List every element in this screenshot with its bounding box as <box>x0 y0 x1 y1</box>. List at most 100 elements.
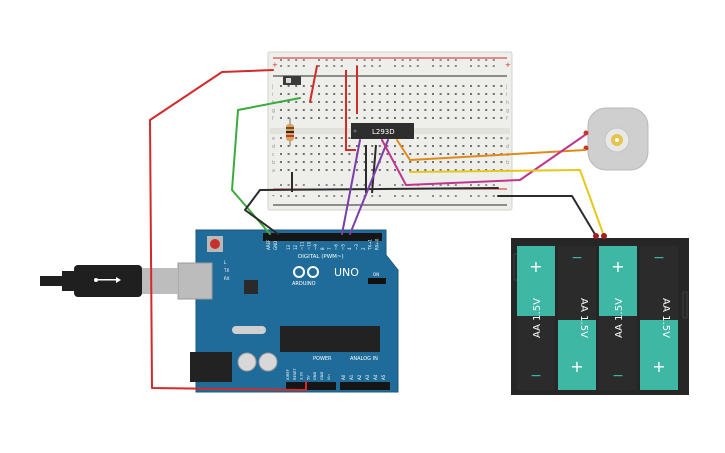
battery-plus-sign: + <box>652 357 665 376</box>
battery-plus-sign: + <box>570 357 583 376</box>
row-letter: c <box>272 152 275 158</box>
top-rail-plus-sign-right: + <box>505 61 511 69</box>
power-pin-label: 5V <box>306 375 310 380</box>
battery-plus-sign: + <box>611 257 624 276</box>
battery-cell-label: AA 1.5V <box>660 298 671 338</box>
analog-pin-label: A4 <box>373 374 378 380</box>
analog-pin-label: A0 <box>341 374 346 380</box>
digital-label: DIGITAL (PWM~) <box>298 254 344 260</box>
wire-purple-2 <box>349 139 389 235</box>
digital-pin-label: 13 <box>286 244 291 250</box>
digital-header[interactable] <box>263 233 382 241</box>
power-pin-label: IOREF <box>286 369 290 380</box>
battery-cell-label: AA 1.5V <box>532 298 543 338</box>
digital-pin-label: ~3 <box>354 244 359 250</box>
usb-symbol-icon <box>94 277 121 283</box>
analog-pin-label: A1 <box>349 374 354 380</box>
wire-gnd-arduino <box>244 187 499 235</box>
arduino-logo-icon <box>293 266 319 278</box>
battery-plus-sign: + <box>529 257 542 276</box>
uno-label: UNO <box>334 266 359 279</box>
battery-cell: + − AA 1.5V <box>640 246 678 390</box>
row-letter: e <box>272 136 275 142</box>
wire-5v <box>149 69 307 391</box>
battery-cell: + − AA 1.5V <box>517 246 555 390</box>
row-letter: b <box>272 160 275 166</box>
on-label: ON <box>373 272 379 277</box>
digital-pin-label: 8 <box>320 247 325 250</box>
power-pin-label: GND <box>320 372 324 380</box>
battery-cell-label: AA 1.5V <box>578 298 589 338</box>
usb-port[interactable] <box>177 262 213 300</box>
atmega-chip <box>280 326 380 352</box>
dc-motor[interactable] <box>583 107 649 171</box>
wire-purple-1 <box>341 139 361 235</box>
arduino-label: ARDUINO <box>292 281 316 287</box>
top-rail-plus-sign: + <box>272 61 278 69</box>
usb-cable <box>40 265 178 297</box>
row-letter: j <box>505 84 507 90</box>
battery-cell: + − AA 1.5V <box>558 246 596 390</box>
power-pin-label: RESET <box>293 368 297 380</box>
l293d-chip[interactable]: L293D <box>351 123 414 139</box>
digital-pin-label: ~10 <box>306 241 311 250</box>
battery-cell: + − AA 1.5V <box>599 246 637 390</box>
power-label: POWER <box>313 356 332 362</box>
row-letter: f <box>272 116 274 122</box>
power-pin-label: GND <box>313 372 317 380</box>
analog-header[interactable] <box>340 382 390 390</box>
row-letter: i <box>272 92 273 98</box>
power-pin-label: 3.3V <box>300 371 304 380</box>
digital-pin-label: 7 <box>327 247 332 250</box>
row-letter: j <box>271 84 273 90</box>
row-letter: f <box>506 116 508 122</box>
battery-cell-label: AA 1.5V <box>614 298 625 338</box>
row-letter: h <box>506 100 509 106</box>
reset-button[interactable] <box>210 239 220 249</box>
aref-label: AREF <box>266 239 271 250</box>
battery-minus-sign: − <box>612 368 624 384</box>
row-letter: i <box>506 92 507 98</box>
analog-pin-label: A5 <box>381 374 386 380</box>
digital-pin-label: 4 <box>347 247 352 250</box>
power-pin-label: Vin <box>327 374 331 380</box>
battery-terminal-neg[interactable] <box>593 233 599 239</box>
battery-terminal-pos[interactable] <box>601 233 607 239</box>
slide-switch[interactable] <box>283 76 301 85</box>
gnd-label: GND <box>273 241 278 250</box>
l-label: L <box>224 260 227 265</box>
wire-gnd-battery <box>497 195 597 237</box>
digital-pin-label: ~11 <box>300 241 305 250</box>
breadboard-jumpers <box>291 66 377 194</box>
analog-pin-label: A2 <box>357 374 362 380</box>
digital-pin-label: ~5 <box>340 244 345 250</box>
row-letter: e <box>506 136 509 142</box>
row-letter: d <box>272 144 275 150</box>
wire-motor-a <box>396 139 586 161</box>
tx-label: TX <box>223 268 229 273</box>
battery-cells: + − AA 1.5V + − AA 1.5V + − AA 1.5V + − AA 1.5V <box>517 246 678 390</box>
row-letter: a <box>272 168 275 174</box>
resistor[interactable] <box>286 118 294 146</box>
analog-label: ANALOG IN <box>350 356 378 362</box>
digital-pin-label: 2 <box>361 247 366 250</box>
wire-battery-plus <box>409 169 605 237</box>
battery-minus-sign: − <box>571 250 583 266</box>
battery-minus-sign: − <box>530 368 542 384</box>
wire-motor-b <box>381 134 586 186</box>
battery-minus-sign: − <box>653 250 665 266</box>
digital-pin-label: ~9 <box>313 244 318 250</box>
dc-power-jack[interactable] <box>190 352 232 382</box>
row-letter: d <box>506 144 509 150</box>
digital-pin-label: RX←0 <box>374 238 379 250</box>
wire-rail-jump <box>309 65 318 103</box>
digital-pin-label: 12 <box>293 244 298 250</box>
row-letter: g <box>272 108 275 114</box>
power-header[interactable] <box>286 382 336 390</box>
digital-pin-label: TX→1 <box>368 238 373 251</box>
row-letter: g <box>506 108 509 114</box>
arduino-uno-board[interactable]: DIGITAL (PWM~) UNO ARDUINO POWER ANALOG … <box>177 229 399 393</box>
row-letter: b <box>506 160 509 166</box>
digital-pin-label: ~6 <box>334 244 339 250</box>
